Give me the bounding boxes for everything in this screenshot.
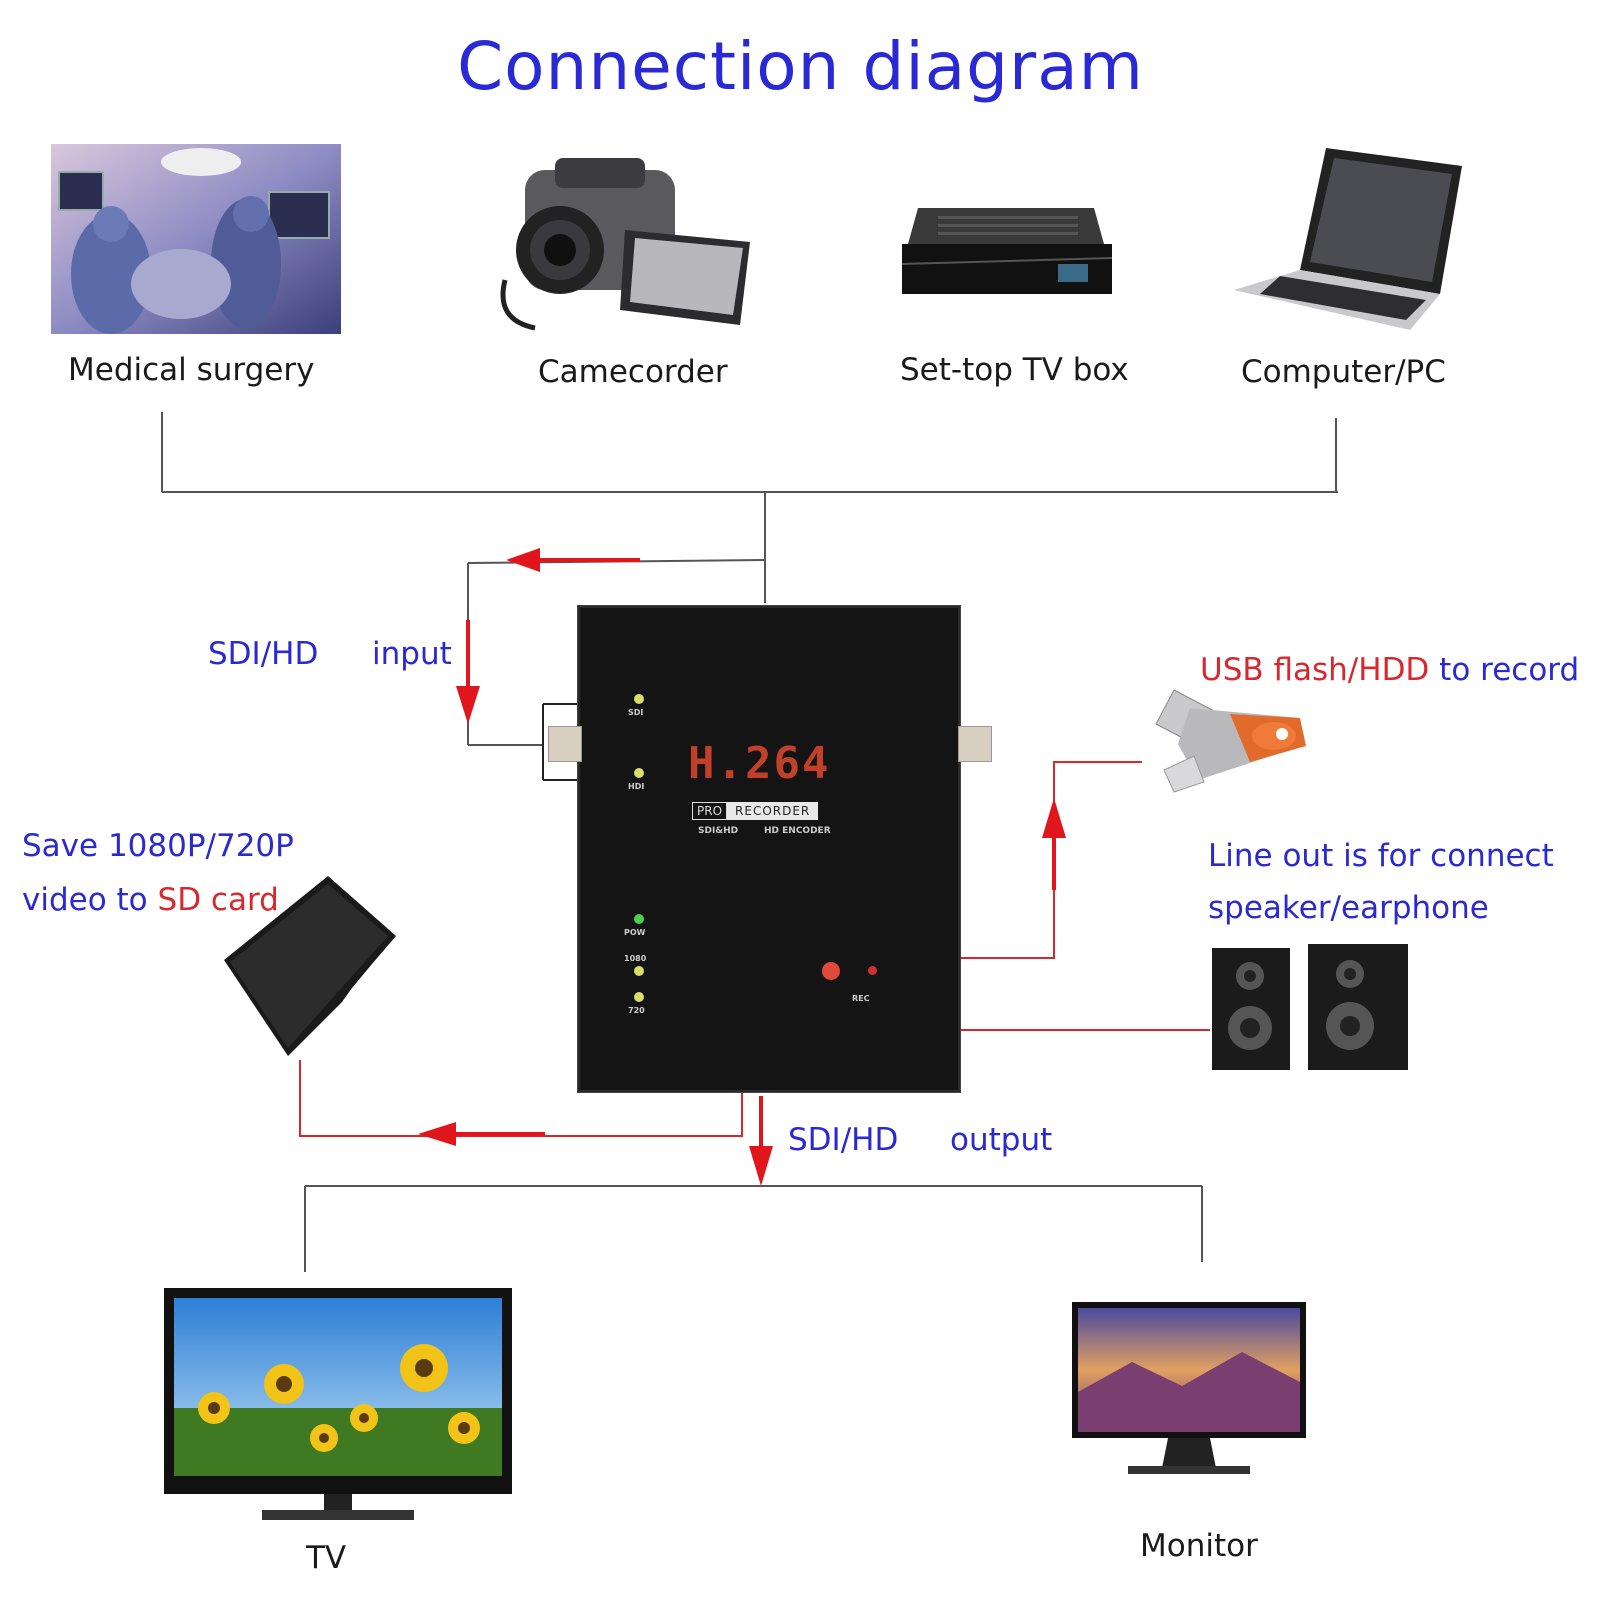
computer-label: Computer/PC — [1241, 354, 1446, 390]
speakers-icon — [1210, 944, 1410, 1072]
diagram-title: Connection diagram — [457, 28, 1144, 105]
usb-label-part1: USB flash/HDD — [1200, 652, 1430, 688]
hdi-led-label: HDI — [628, 782, 645, 791]
sdi-led-label: SDI — [628, 708, 644, 717]
led-720-label: 720 — [628, 1006, 645, 1015]
recorder-badge: RECORDER — [727, 802, 819, 820]
sdi-input-connector — [548, 726, 582, 762]
brand-logo: H.264 — [688, 738, 831, 789]
sdi-led — [634, 694, 644, 704]
camcorder-label: Camecorder — [538, 354, 728, 390]
usb-port-connector — [958, 726, 992, 762]
input-arrow-down — [456, 686, 480, 724]
pro-recorder-badge: PRO RECORDER — [692, 802, 819, 820]
usb-label: USB flash/HDD to record — [1200, 652, 1579, 688]
rec-led — [868, 966, 877, 975]
tv-icon — [164, 1288, 512, 1528]
sd-line2-part1: video to — [22, 882, 148, 918]
sd-line2-part2: SD card — [157, 882, 279, 918]
input-arrow-left — [506, 548, 540, 572]
led-1080 — [634, 966, 644, 976]
output-word-label: output — [950, 1122, 1053, 1158]
output-arrow-down — [749, 1146, 773, 1186]
pow-led-label: POW — [624, 928, 646, 937]
medical-surgery-image — [51, 144, 341, 334]
hd-encoder-caption: HD ENCODER — [764, 826, 831, 836]
h264-recorder-device: SDI HDI H.264 PRO RECORDER SDI&HD HD ENC… — [548, 606, 992, 1092]
sd-card-icon — [218, 870, 398, 1060]
input-sdi-label: SDI/HD — [208, 636, 319, 672]
output-sdi-label: SDI/HD — [788, 1122, 899, 1158]
settop-box-label: Set-top TV box — [900, 352, 1129, 388]
rec-button[interactable] — [822, 962, 840, 980]
input-word-label: input — [372, 636, 452, 672]
sdi-hd-caption: SDI&HD — [698, 826, 739, 836]
lineout-line2: speaker/earphone — [1208, 890, 1489, 926]
tv-label: TV — [306, 1540, 347, 1576]
usb-flash-drive-icon — [1150, 684, 1310, 794]
settop-box-icon — [898, 204, 1116, 304]
pow-led — [634, 914, 644, 924]
usb-label-part2: to record — [1439, 652, 1580, 688]
sd-line2: video to SD card — [22, 882, 279, 918]
sd-line1: Save 1080P/720P — [22, 828, 294, 864]
medical-surgery-label: Medical surgery — [68, 352, 315, 388]
hdi-led — [634, 768, 644, 778]
sd-arrow-left — [418, 1122, 456, 1146]
lineout-line1: Line out is for connect — [1208, 838, 1554, 874]
camcorder-icon — [495, 150, 775, 340]
usb-arrow-up — [1042, 798, 1066, 838]
monitor-icon — [1072, 1302, 1306, 1482]
pro-badge: PRO — [692, 802, 728, 820]
led-1080-label: 1080 — [624, 954, 647, 963]
led-720 — [634, 992, 644, 1002]
monitor-label: Monitor — [1140, 1528, 1258, 1564]
rec-label: REC — [852, 994, 870, 1003]
laptop-icon — [1230, 144, 1470, 332]
